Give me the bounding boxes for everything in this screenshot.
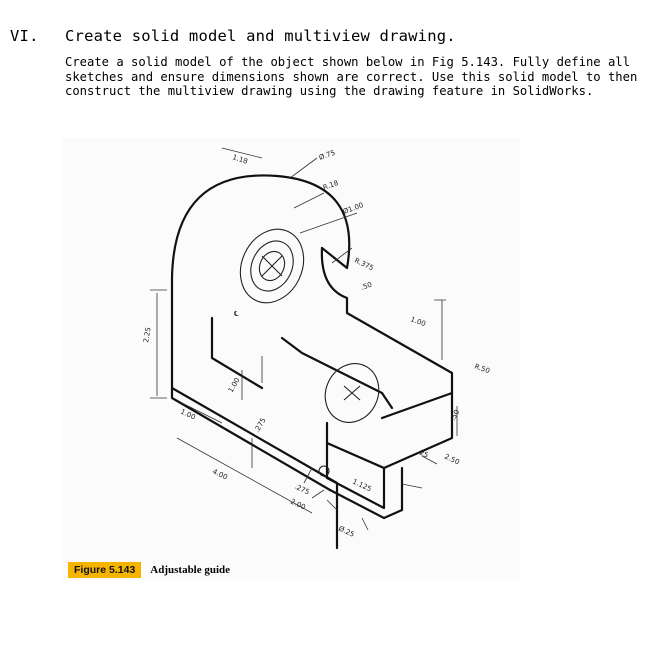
bore-outer	[239, 228, 305, 304]
slot-edge	[280, 336, 394, 410]
dim-2.50: 2.50	[443, 453, 461, 467]
instruction-line: sketches and ensure dimensions shown are…	[65, 69, 638, 84]
instruction-line: construct the multiview drawing using th…	[65, 84, 594, 98]
dim-r.375: R.375	[353, 257, 375, 273]
dim-.50-top: .50	[360, 281, 373, 292]
dim-.50-bottom: .50	[449, 408, 461, 422]
dim-r.18: R.18	[322, 179, 340, 192]
centerline-symbol: ℄	[234, 310, 239, 318]
section-heading: VI. Create solid model and multiview draw…	[10, 27, 456, 45]
base-front-edge	[170, 386, 332, 492]
dim-1.18: 1.18	[231, 153, 248, 165]
dim-1.00-mid: 1.00	[227, 376, 242, 394]
isometric-drawing: 1.18 Ø.75 R.18 Ø1.00 R.375 .50 1.00 R.50…	[142, 147, 491, 550]
base-right-block	[380, 391, 454, 470]
dim-1.00-right: 1.00	[409, 315, 426, 328]
centerline-marks	[261, 255, 361, 401]
lower-front-step	[328, 466, 404, 520]
small-hole	[318, 465, 330, 477]
figure-panel: 1.18 Ø.75 R.18 Ø1.00 R.375 .50 1.00 R.50…	[62, 138, 520, 580]
guide-hole	[324, 363, 380, 423]
dim-dia-1.00: Ø1.00	[342, 201, 365, 216]
dim-.25: .25	[416, 448, 429, 460]
figure-caption-text: Adjustable guide	[150, 563, 231, 576]
dim-1.125: 1.125	[351, 478, 373, 494]
base-top-edge	[210, 316, 264, 390]
dim-2.00: 2.00	[289, 498, 307, 512]
dim-r.50: R.50	[473, 362, 491, 375]
upright-left-face	[170, 174, 351, 390]
dim-2.25: 2.25	[142, 327, 153, 344]
upright-right-edge	[320, 246, 454, 395]
instructions-paragraph: Create a solid model of the object shown…	[65, 55, 655, 99]
instruction-line: Create a solid model of the object shown…	[65, 55, 630, 69]
dim-lines	[150, 147, 458, 531]
figure-caption: Figure 5.143 Adjustable guide	[68, 561, 230, 578]
figure-number-badge: Figure 5.143	[68, 561, 142, 578]
dim-4.00: 4.00	[211, 468, 229, 482]
dim-dia-.25: Ø.25	[337, 525, 355, 539]
dim-.275-a: .275	[253, 416, 268, 434]
section-number: VI.	[10, 27, 39, 45]
dim-dia-.75: Ø.75	[318, 149, 336, 162]
dim-.275-b: .275	[293, 483, 311, 497]
section-title: Create solid model and multiview drawing…	[65, 27, 456, 45]
bore-inner	[258, 250, 286, 282]
base-left-block	[325, 421, 386, 510]
bore-mid	[250, 240, 294, 292]
